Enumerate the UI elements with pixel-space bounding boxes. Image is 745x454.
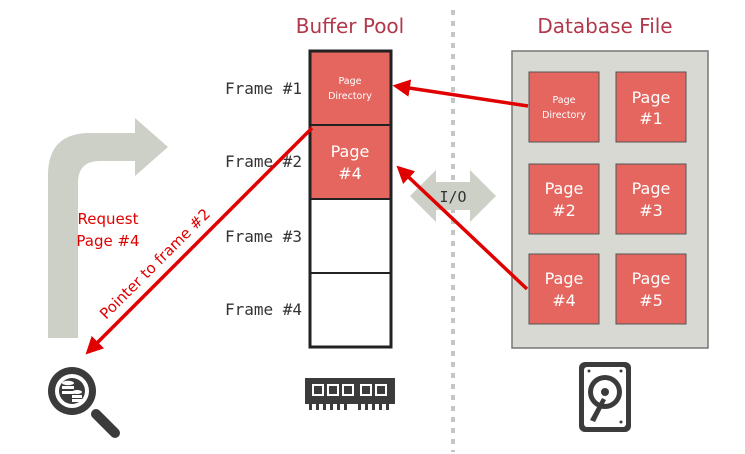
db-page-2-line-1: Page (545, 179, 584, 198)
db-page-directory (528, 71, 600, 143)
frame-1-content-line-2: Directory (328, 91, 372, 102)
arrow-pointer-to-frame-2 (85, 126, 314, 355)
db-page-5-line-1: Page (632, 269, 671, 288)
ram-memory-icon (305, 378, 395, 410)
frame-1-content-line-1: Page (339, 76, 362, 87)
arrow-page-4-to-frame-2 (396, 165, 529, 291)
buffer-pool: Page Directory Page #4 (308, 49, 393, 349)
frame-2-content-line-2: #4 (338, 164, 362, 183)
db-page-5-line-2: #5 (639, 291, 663, 310)
database-file: Page Directory Page #1 Page #2 Page #3 P… (511, 50, 709, 349)
frame-4 (309, 272, 392, 348)
db-page-directory-line-2: Directory (542, 110, 586, 121)
db-page-2-line-2: #2 (552, 201, 576, 220)
db-page-1 (615, 71, 687, 143)
db-page-directory-line-1: Page (553, 95, 576, 106)
hard-drive-icon (579, 362, 631, 432)
db-page-3 (615, 163, 687, 235)
db-page-4 (528, 253, 600, 325)
buffer-pool-title: Buffer Pool (296, 14, 404, 38)
db-page-4-line-1: Page (545, 269, 584, 288)
arrow-page-directory-to-frame-1 (392, 79, 529, 108)
io-label: I/O (439, 188, 466, 206)
frame-2-content-line-1: Page (331, 142, 370, 161)
frame-2 (309, 124, 392, 200)
database-search-icon (48, 367, 120, 438)
db-page-1-line-1: Page (632, 88, 671, 107)
request-label-line-2: Page #4 (76, 232, 139, 250)
buffer-pool-outline (308, 49, 393, 349)
db-page-2 (528, 163, 600, 235)
db-page-1-line-2: #1 (639, 109, 663, 128)
frame-label-2: Frame #2 (225, 152, 302, 171)
db-page-3-line-2: #3 (639, 201, 663, 220)
db-page-4-line-2: #4 (552, 291, 576, 310)
frame-1 (309, 50, 392, 126)
io-double-arrow (410, 170, 496, 222)
request-flow-arrow (48, 118, 168, 338)
request-label-line-1: Request (78, 210, 139, 228)
db-page-3-line-1: Page (632, 179, 671, 198)
frame-label-3: Frame #3 (225, 227, 302, 246)
db-page-5 (615, 253, 687, 325)
database-file-title: Database File (537, 14, 672, 38)
frame-label-1: Frame #1 (225, 79, 302, 98)
frame-label-4: Frame #4 (225, 300, 302, 319)
frame-3 (309, 198, 392, 274)
